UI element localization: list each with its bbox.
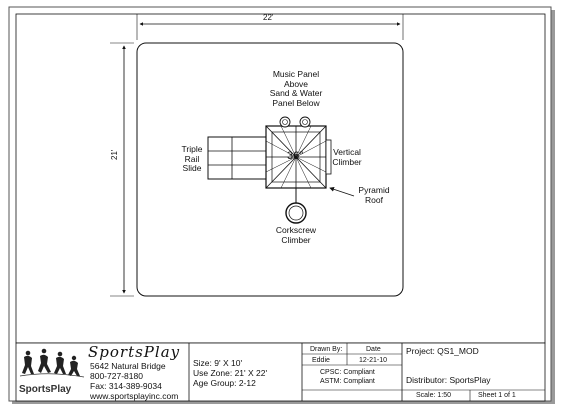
company-website: www.sportsplayinc.com	[90, 391, 179, 401]
spec-age-group: Age Group: 2-12	[193, 378, 256, 388]
slide-label: Triple Rail Slide	[181, 144, 203, 173]
vertical-climber	[325, 139, 332, 175]
pyramid-roof-label: Pyramid Roof	[358, 185, 390, 205]
pyramid-roof-leader	[329, 186, 355, 197]
sportsplay-logo-icon	[19, 348, 85, 378]
sheet-number: Sheet 1 of 1	[478, 392, 516, 399]
logo-wordmark: SportsPlay	[19, 384, 72, 395]
project-name: Project: QS1_MOD	[406, 346, 479, 356]
company-name: SportsPlay	[88, 343, 181, 361]
sheet-frame	[8, 6, 552, 402]
drawn-by-value: Eddie	[312, 357, 330, 364]
astm-status: ASTM: Compliant	[320, 378, 375, 385]
dim-height-label: 21'	[110, 149, 119, 160]
vertical-climber-label: Vertical Climber	[332, 147, 362, 167]
deck-height-label: 36"	[287, 150, 304, 162]
company-fax: Fax: 314-389-9034	[90, 381, 162, 391]
date-value: 12-21-10	[359, 357, 388, 364]
slide	[207, 136, 267, 180]
date-label: Date	[366, 346, 381, 353]
company-address: 5642 Natural Bridge	[90, 361, 166, 371]
corkscrew-climber-label: Corkscrew Climber	[275, 225, 317, 245]
music-panel-label: Music Panel Above Sand & Water Panel Bel…	[269, 69, 323, 108]
distributor-name: Distributor: SportsPlay	[406, 375, 491, 385]
dim-width-label: 22'	[263, 13, 274, 22]
music-panel-right	[299, 116, 311, 128]
corkscrew-climber	[285, 202, 307, 224]
company-phone: 800-727-8180	[90, 371, 143, 381]
use-zone-outline	[136, 42, 404, 297]
cpsc-status: CPSC: Compliant	[320, 369, 375, 376]
title-block	[15, 342, 546, 402]
spec-use-zone: Use Zone: 21' X 22'	[193, 368, 268, 378]
scale-value: Scale: 1:50	[416, 392, 452, 399]
drawn-by-label: Drawn By:	[310, 346, 343, 353]
music-panel-left	[279, 116, 291, 128]
spec-size: Size: 9' X 10'	[193, 358, 243, 368]
